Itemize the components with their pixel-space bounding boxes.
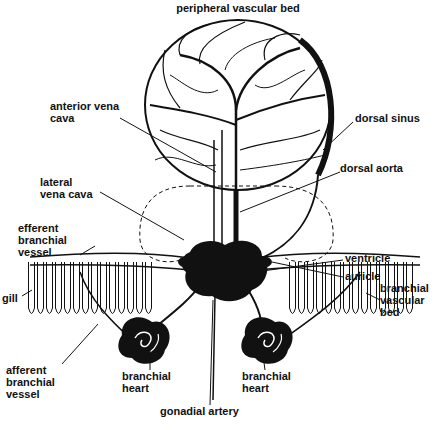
branchial-hearts — [118, 317, 292, 364]
leader-lines — [22, 118, 380, 405]
part-label: gill — [2, 292, 32, 304]
part-label: ventricle — [345, 252, 425, 264]
peripheral-bed — [145, 20, 331, 190]
part-label: branchial heart — [122, 370, 182, 394]
part-label: gonadial artery — [160, 405, 270, 417]
part-label: afferent branchial vessel — [6, 364, 76, 400]
main-vessels — [214, 130, 318, 258]
part-label: peripheral vascular bed — [148, 2, 328, 14]
part-label: lateral vena cava — [40, 176, 100, 200]
part-label: dorsal aorta — [340, 162, 430, 174]
part-label: dorsal sinus — [355, 112, 430, 124]
part-label: efferent branchial vessel — [18, 222, 98, 258]
systemic-heart — [178, 241, 272, 301]
part-label: anterior vena cava — [50, 100, 120, 124]
part-label: auricle — [345, 270, 425, 282]
part-label: branchial heart — [242, 370, 302, 394]
part-label: branchial vascular bed — [380, 282, 434, 318]
